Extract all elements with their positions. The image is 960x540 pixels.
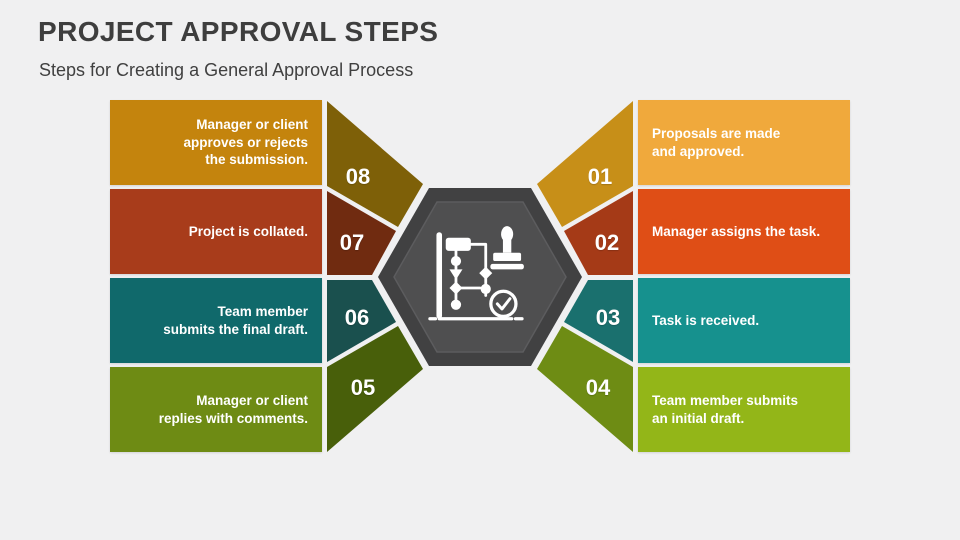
step-tab-07: [327, 191, 396, 275]
stamp-handle-stem: [502, 236, 512, 253]
step-box-02: Manager assigns the task.: [638, 189, 850, 274]
step-box-03: Task is received.: [638, 278, 850, 363]
slide-title: PROJECT APPROVAL STEPS: [38, 16, 439, 47]
step-text-05: Manager or client replies with comments.: [158, 392, 308, 426]
step-tab-06: [327, 280, 396, 362]
step-number-02: 02: [594, 230, 620, 255]
step-box-06: Team member submits the final draft.: [110, 278, 322, 363]
step-number-08: 08: [345, 164, 371, 189]
stamp-base-lip: [490, 263, 524, 270]
approved-check-circle: [489, 289, 518, 319]
approved-check-mark: [495, 297, 512, 311]
flowchart-node-diamond-left: [449, 281, 463, 295]
step-tab-05: [327, 326, 423, 452]
step-tab-04: [537, 326, 633, 452]
step-number-01: 01: [587, 164, 613, 189]
slide-subtitle: Steps for Creating a General Approval Pr…: [39, 60, 414, 80]
flowchart-node-triangle: [449, 269, 463, 280]
step-box-01: Proposals are made and approved.: [638, 100, 850, 185]
approval-flowchart-stamp-icon: [428, 226, 524, 321]
step-text-02: Manager assigns the task.: [652, 223, 821, 239]
step-box-07: Project is collated.: [110, 189, 322, 274]
step-tab-08: [327, 101, 423, 227]
step-number-06: 06: [344, 305, 370, 330]
step-text-06: Team member submits the final draft.: [163, 303, 308, 337]
stamp-base: [493, 252, 522, 262]
step-tab-02: [564, 191, 633, 275]
step-text-03: Task is received.: [652, 312, 760, 328]
step-text-04: Team member submits an initial draft.: [652, 392, 799, 426]
step-number-07: 07: [339, 230, 365, 255]
step-number-05: 05: [350, 375, 376, 400]
step-number-03: 03: [595, 305, 621, 330]
step-text-08: Manager or client approves or rejects th…: [183, 116, 308, 168]
step-box-05: Manager or client replies with comments.: [110, 367, 322, 452]
step-text-01: Proposals are made and approved.: [652, 125, 781, 159]
flowchart-node-circle-1: [450, 255, 462, 267]
step-tab-01: [537, 101, 633, 227]
flowchart-node-circle-2: [450, 299, 462, 310]
flowchart-node-diamond-right: [479, 266, 493, 280]
step-text-07: Project is collated.: [188, 223, 308, 239]
step-tab-03: [564, 280, 633, 362]
step-number-04: 04: [585, 375, 611, 400]
step-box-04: Team member submits an initial draft.: [638, 367, 850, 452]
flowchart-start-node: [445, 237, 471, 251]
flowchart-node-circle-3: [480, 283, 491, 295]
step-box-08: Manager or client approves or rejects th…: [110, 100, 322, 185]
